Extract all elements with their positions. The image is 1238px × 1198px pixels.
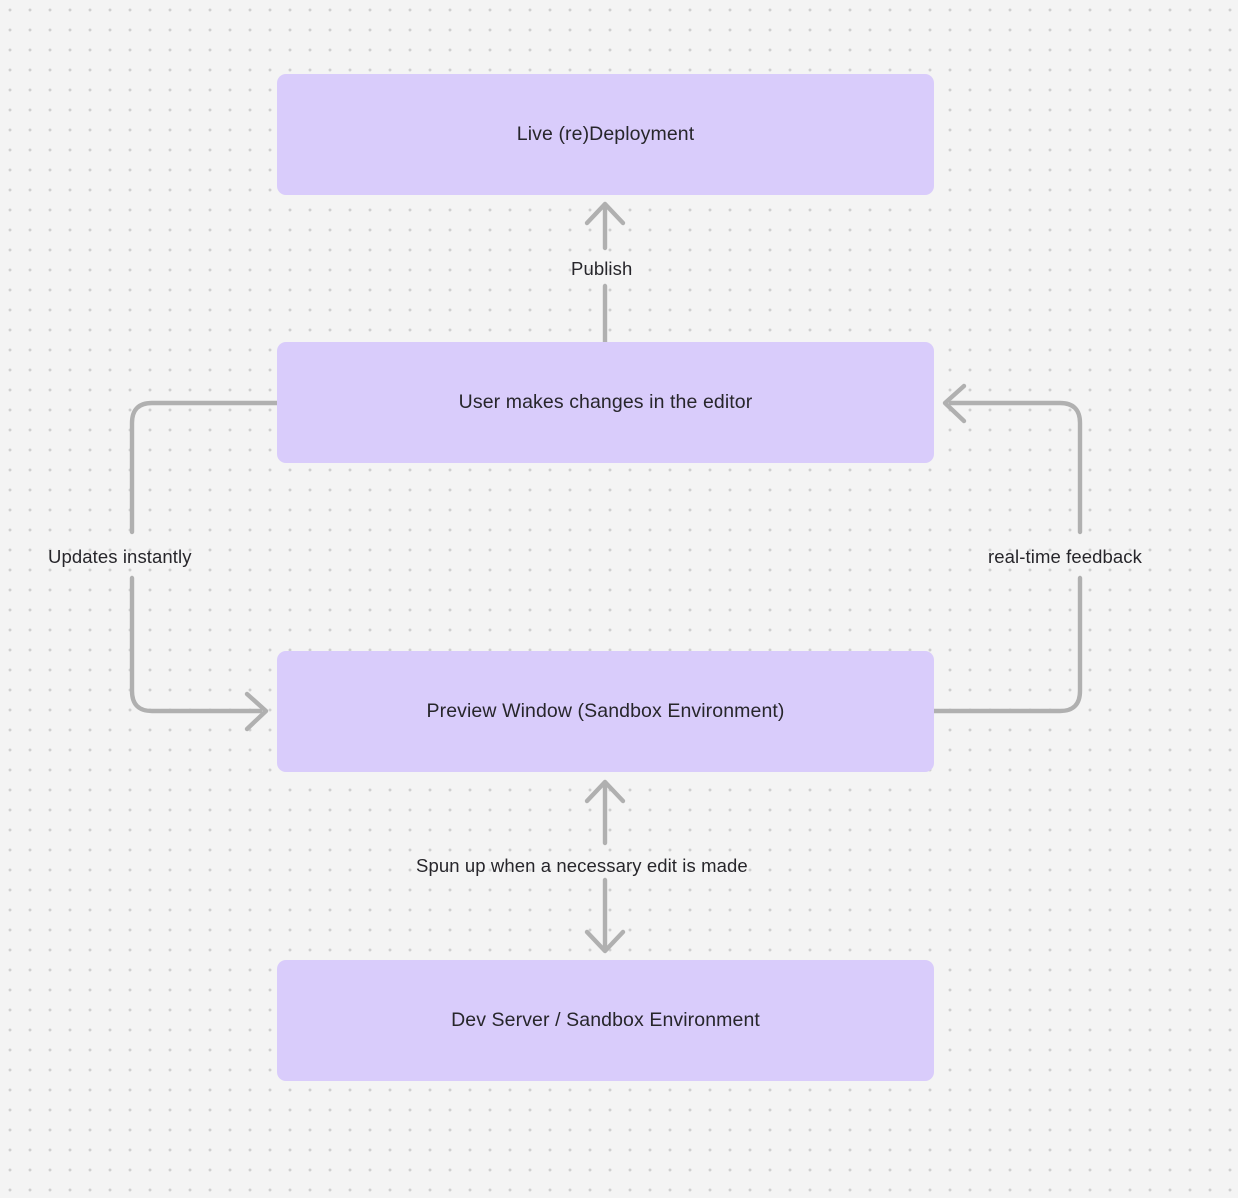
arrowhead-left-realtime bbox=[942, 383, 967, 424]
edge-updates-lower-segment bbox=[129, 575, 263, 714]
edge-updates-upper-segment bbox=[129, 400, 280, 535]
node-live-redeployment[interactable]: Live (re)Deployment bbox=[277, 74, 934, 195]
node-preview-window[interactable]: Preview Window (Sandbox Environment) bbox=[277, 651, 934, 772]
arrowhead-down-spun bbox=[584, 929, 626, 954]
arrowhead-up-spun bbox=[584, 779, 626, 804]
arrowhead-right-updates bbox=[244, 691, 269, 732]
edge-label-real-time-feedback: real-time feedback bbox=[988, 546, 1142, 567]
node-dev-server[interactable]: Dev Server / Sandbox Environment bbox=[277, 960, 934, 1081]
edge-label-spun-up: Spun up when a necessary edit is made bbox=[416, 855, 748, 876]
node-live-redeployment-label: Live (re)Deployment bbox=[516, 123, 695, 146]
edge-label-updates-instantly: Updates instantly bbox=[48, 546, 192, 567]
node-user-makes-changes-label: User makes changes in the editor bbox=[458, 391, 753, 414]
edge-realtime-upper-segment bbox=[948, 400, 1083, 535]
node-dev-server-label: Dev Server / Sandbox Environment bbox=[451, 1009, 760, 1032]
edge-label-publish: Publish bbox=[571, 258, 633, 279]
edge-realtime-lower-segment bbox=[931, 575, 1083, 714]
node-user-makes-changes[interactable]: User makes changes in the editor bbox=[277, 342, 934, 463]
node-preview-window-label: Preview Window (Sandbox Environment) bbox=[426, 700, 785, 723]
arrowhead-up-publish bbox=[584, 201, 626, 226]
